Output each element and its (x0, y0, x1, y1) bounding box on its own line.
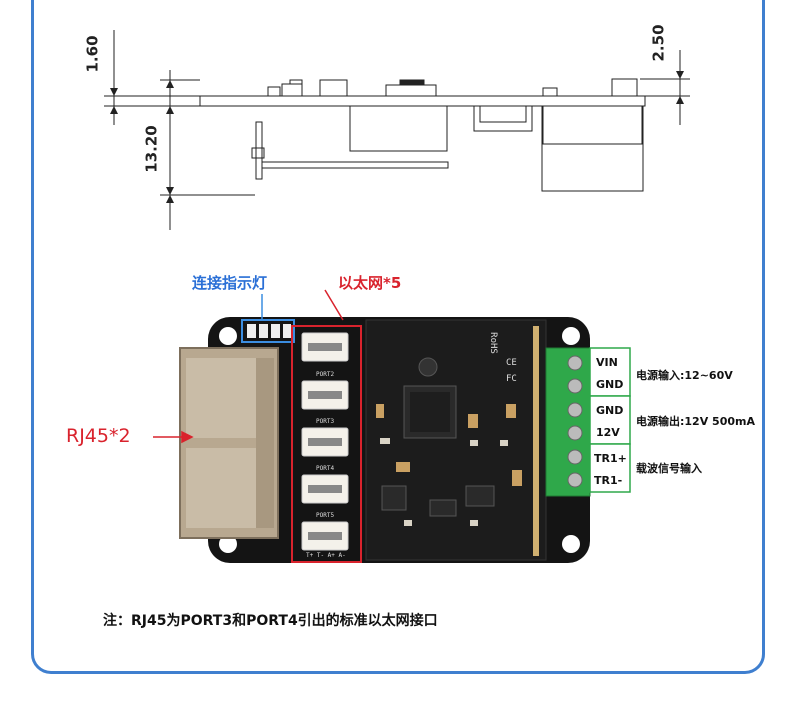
terminal-inner (542, 105, 643, 145)
led-4 (283, 324, 291, 338)
terminal-12v: 12V (596, 426, 620, 439)
mounting-hole (562, 535, 580, 553)
silk-fc: FC (506, 374, 517, 384)
mounting-hole (562, 327, 580, 345)
terminal-vin: VIN (596, 356, 618, 369)
terminal-gnd-1: GND (596, 378, 624, 391)
module-header-pins (533, 326, 539, 556)
mounting-hole (219, 327, 237, 345)
rj45-port-bottom (186, 448, 256, 528)
led-3 (271, 324, 280, 338)
rj45-block (349, 105, 448, 152)
component-b-top (289, 79, 303, 85)
silk-port4: PORT4 (316, 465, 335, 472)
terminal-gnd-2: GND (596, 404, 624, 417)
footnote: 注：RJ45为PORT3和PORT4引出的标准以太网接口 (103, 613, 438, 629)
silk-rohs: RoHS (487, 332, 498, 354)
led-label: 连接指示灯 (192, 274, 268, 292)
terminal-label-carrier (589, 443, 631, 493)
small-chip-2 (465, 485, 495, 507)
terminal-tr1-minus: TR1- (594, 474, 623, 487)
component-f (611, 78, 638, 97)
rj45-port-top (186, 358, 256, 438)
module-board (365, 319, 547, 561)
component-c (319, 79, 348, 97)
desc-power-in: 电源输入:12~60V (636, 369, 733, 382)
terminal-tr1-plus: TR1+ (594, 452, 627, 465)
small-chip (381, 485, 407, 511)
desc-power-out: 电源输出:12V 500mA (636, 415, 755, 428)
component-a (267, 86, 281, 97)
led-2 (259, 324, 268, 338)
pin-horizontal (261, 161, 449, 169)
silk-port3: PORT3 (316, 418, 335, 425)
silk-ce: CE (506, 358, 517, 368)
terminal-block-green (545, 347, 591, 497)
small-chip-3 (429, 499, 457, 517)
rj45-side (256, 358, 274, 528)
led-1 (247, 324, 256, 338)
ethernet-highlight-box (291, 325, 362, 563)
side-view-drawing (104, 30, 690, 230)
silk-port5: PORT5 (316, 512, 335, 519)
silk-port2: PORT2 (316, 371, 335, 378)
inductor (418, 357, 438, 377)
component-d-top (399, 79, 425, 86)
rj45-label: RJ45*2 (66, 425, 131, 447)
conn-inner (479, 105, 527, 123)
led-highlight-box (241, 319, 295, 343)
pin-spacer (251, 147, 265, 159)
pin-vertical (255, 121, 263, 180)
silk-pins: T+ T- A+ A- (306, 552, 346, 559)
desc-carrier: 载波信号输入 (636, 462, 702, 475)
component-e (542, 87, 558, 97)
ethernet-label: 以太网*5 (338, 274, 402, 292)
terminal-label-power-out (589, 395, 631, 445)
ethernet-pointer-line (324, 289, 344, 321)
mounting-hole (219, 535, 237, 553)
terminal-label-power-in (589, 347, 631, 397)
rj45-pointer-arrow (181, 430, 194, 444)
